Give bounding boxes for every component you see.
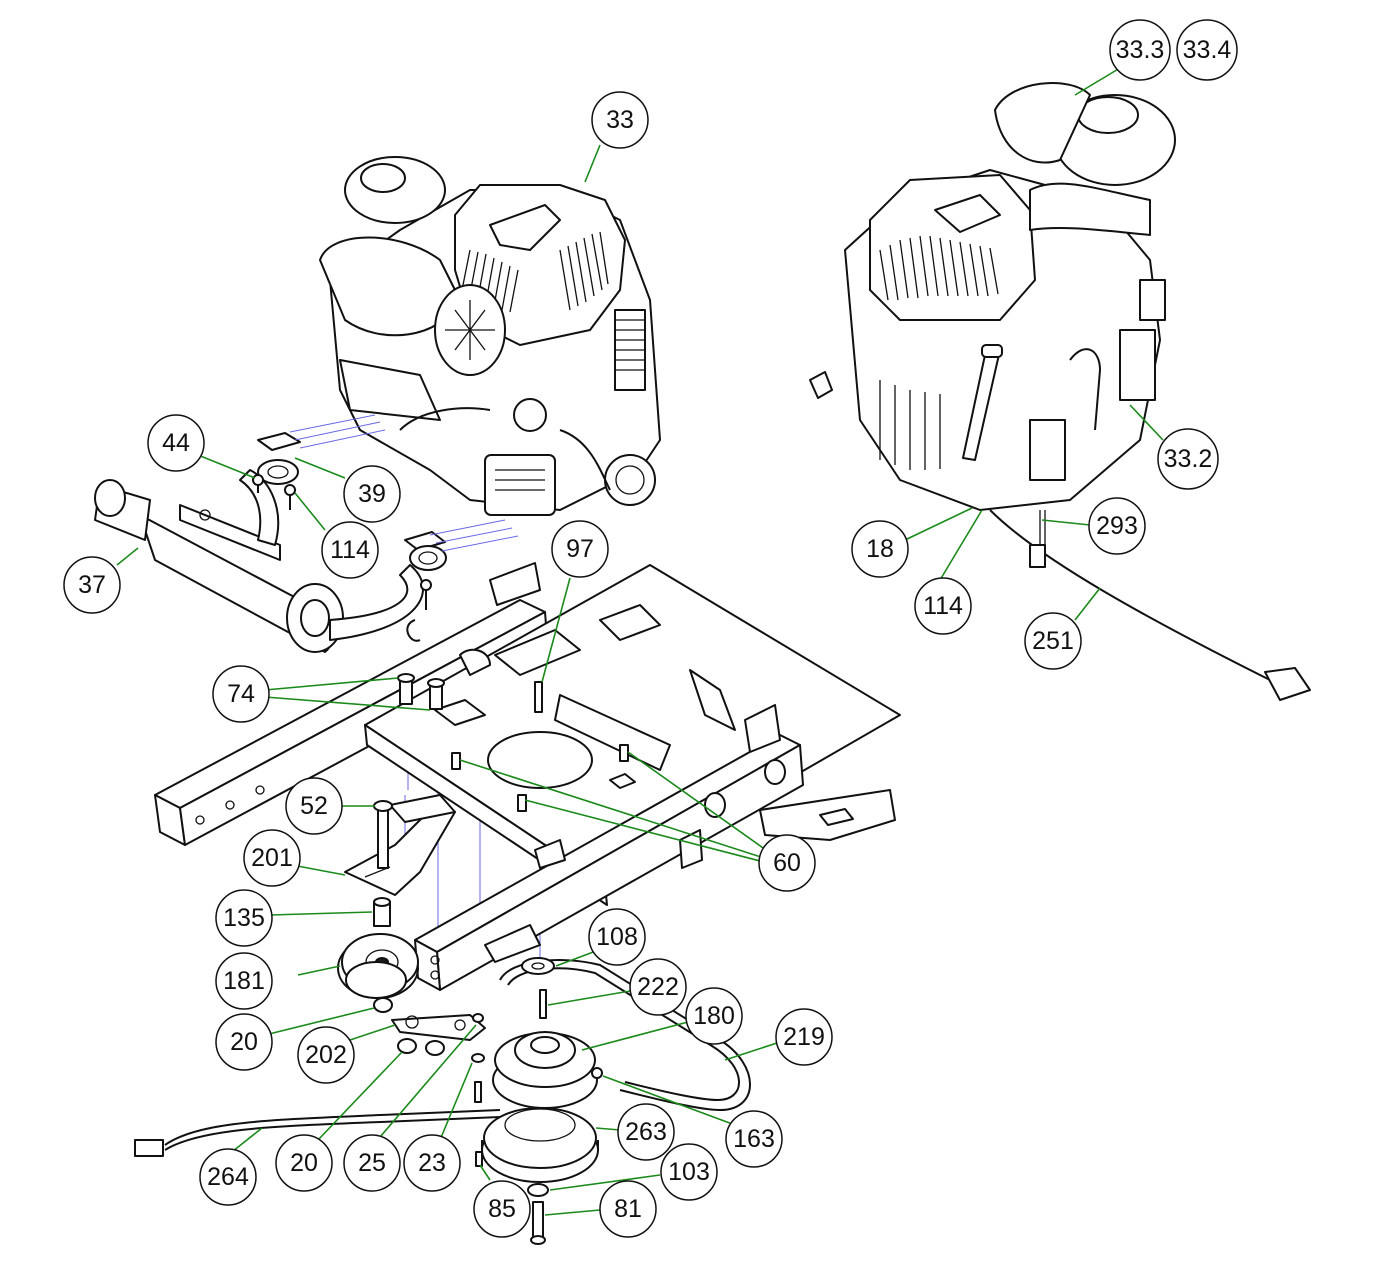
callout-60: 60 (758, 834, 816, 892)
engine-right-drawing (809, 82, 1176, 511)
callout-23: 23 (403, 1134, 461, 1192)
svg-text:37: 37 (78, 571, 106, 599)
svg-text:81: 81 (614, 1195, 642, 1223)
callout-263: 263 (617, 1103, 675, 1161)
engine-left-drawing (319, 156, 661, 516)
callout-163: 163 (725, 1110, 783, 1168)
callout-33-3: 33.3 (1109, 19, 1171, 81)
callout-181: 181 (215, 952, 273, 1010)
svg-text:103: 103 (668, 1158, 710, 1186)
idler-arm-drawing (373, 997, 486, 1103)
leader-lines (116, 67, 1164, 1216)
svg-text:25: 25 (358, 1149, 386, 1177)
svg-text:74: 74 (227, 680, 255, 708)
callout-18: 18 (851, 520, 909, 578)
callout-135: 135 (215, 889, 273, 947)
callout-97: 97 (551, 520, 609, 578)
svg-text:33.3: 33.3 (1116, 36, 1165, 64)
svg-text:18: 18 (866, 535, 894, 563)
svg-text:222: 222 (637, 973, 679, 1001)
svg-text:293: 293 (1096, 512, 1138, 540)
svg-text:60: 60 (773, 849, 801, 877)
svg-text:23: 23 (418, 1149, 446, 1177)
callout-44: 44 (147, 414, 205, 472)
wiring-harness-251 (989, 509, 1311, 701)
svg-text:163: 163 (733, 1125, 775, 1153)
svg-text:33: 33 (606, 106, 634, 134)
svg-text:39: 39 (358, 480, 386, 508)
svg-text:20: 20 (230, 1028, 258, 1056)
svg-text:201: 201 (251, 844, 293, 872)
callout-25: 25 (343, 1134, 401, 1192)
svg-text:181: 181 (223, 967, 265, 995)
svg-text:108: 108 (596, 923, 638, 951)
svg-text:97: 97 (566, 535, 594, 563)
callout-202: 202 (297, 1026, 355, 1084)
callout-264: 264 (199, 1148, 257, 1206)
callout-85: 85 (473, 1180, 531, 1238)
callout-52: 52 (285, 777, 343, 835)
svg-text:33.2: 33.2 (1164, 445, 1213, 473)
callout-180: 180 (685, 987, 743, 1045)
callout-219: 219 (775, 1008, 833, 1066)
callouts: 33.3 33.4 33 44 39 114 37 97 33.2 18 293 (63, 19, 1238, 1238)
callout-20-upper: 20 (215, 1013, 273, 1071)
svg-text:85: 85 (488, 1195, 516, 1223)
svg-text:114: 114 (923, 592, 963, 620)
callout-74: 74 (212, 665, 270, 723)
callout-251: 251 (1024, 612, 1082, 670)
svg-text:219: 219 (783, 1023, 825, 1051)
clutch-harness-264 (134, 1109, 501, 1157)
callout-222: 222 (629, 958, 687, 1016)
callout-33: 33 (591, 91, 649, 149)
callout-20-lower: 20 (275, 1134, 333, 1192)
svg-text:20: 20 (290, 1149, 318, 1177)
svg-text:180: 180 (693, 1002, 735, 1030)
svg-text:114: 114 (330, 536, 370, 564)
svg-text:44: 44 (162, 429, 190, 457)
svg-text:52: 52 (300, 792, 328, 820)
svg-text:263: 263 (625, 1118, 667, 1146)
svg-text:33.4: 33.4 (1183, 36, 1232, 64)
callout-33-4: 33.4 (1176, 19, 1238, 81)
svg-text:251: 251 (1032, 627, 1074, 655)
callout-293: 293 (1088, 497, 1146, 555)
callout-103: 103 (660, 1143, 718, 1201)
pto-clutch-drawing (475, 957, 751, 1245)
callout-114-right: 114 (914, 577, 972, 635)
muffler-drawing (94, 432, 447, 653)
callout-33-2: 33.2 (1157, 428, 1219, 490)
svg-text:202: 202 (305, 1041, 347, 1069)
callout-39: 39 (343, 465, 401, 523)
svg-text:135: 135 (223, 904, 265, 932)
svg-text:264: 264 (207, 1163, 249, 1191)
callout-81: 81 (599, 1180, 657, 1238)
idler-pulley-drawing (337, 933, 419, 999)
idler-bracket-drawing (344, 794, 456, 927)
callout-114-left: 114 (321, 521, 379, 579)
callout-201: 201 (243, 829, 301, 887)
callout-37: 37 (63, 556, 121, 614)
callout-108: 108 (588, 908, 646, 966)
